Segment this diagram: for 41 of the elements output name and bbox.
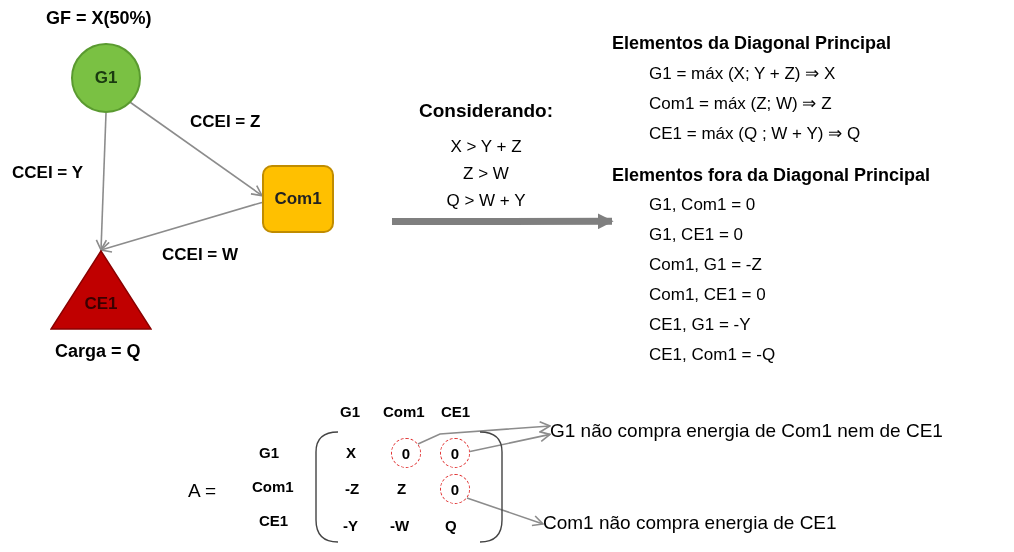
generator-circle: G1 bbox=[71, 43, 141, 113]
matrix-entry: Z bbox=[397, 480, 407, 497]
heading: Elementos fora da Diagonal Principal bbox=[612, 165, 931, 186]
heading: Considerando: bbox=[417, 100, 555, 122]
matrix-entry: X bbox=[346, 444, 356, 461]
arrow bbox=[466, 497, 544, 527]
matrix-entry: Q bbox=[445, 517, 457, 534]
matrix-entry: -Y bbox=[343, 517, 358, 534]
formula-text: CE1 = máx (Q ; W + Y) ⇒ Q bbox=[649, 123, 861, 144]
rounded-box: Com1 bbox=[262, 165, 334, 233]
row-header: Com1 bbox=[252, 478, 294, 495]
arrow bbox=[95, 112, 108, 251]
caption-text: GF = X(50%) bbox=[46, 8, 152, 29]
formula-text: G1, Com1 = 0 bbox=[649, 195, 756, 215]
matrix-name: A = bbox=[188, 480, 216, 502]
note-text: Com1 não compra energia de CE1 bbox=[543, 512, 837, 534]
arrow bbox=[469, 430, 551, 453]
formula-text: Com1, CE1 = 0 bbox=[649, 285, 766, 305]
formula-text: CE1, Com1 = -Q bbox=[649, 345, 776, 365]
arrow bbox=[417, 420, 551, 445]
column-header: Com1 bbox=[383, 403, 425, 420]
caption-text: Carga = Q bbox=[55, 341, 141, 362]
arrow bbox=[129, 101, 263, 197]
heading: Elementos da Diagonal Principal bbox=[612, 33, 892, 54]
column-header: G1 bbox=[340, 403, 360, 420]
formula-text: Com1 = máx (Z; W) ⇒ Z bbox=[649, 93, 832, 114]
row-header: G1 bbox=[259, 444, 279, 461]
condition-text: X > Y + Z bbox=[449, 137, 523, 157]
condition-text: Z > W bbox=[462, 164, 510, 184]
arrow bbox=[100, 201, 263, 253]
note-text: G1 não compra energia de Com1 nem de CE1 bbox=[550, 420, 943, 442]
matrix-entry: -W bbox=[390, 517, 410, 534]
load-triangle: CE1 bbox=[50, 250, 152, 330]
condition-text: Q > W + Y bbox=[445, 191, 527, 211]
matrix-entry: -Z bbox=[345, 480, 360, 497]
formula-text: G1 = máx (X; Y + Z) ⇒ X bbox=[649, 63, 836, 84]
formula-text: CE1, G1 = -Y bbox=[649, 315, 751, 335]
row-header: CE1 bbox=[259, 512, 289, 529]
formula-text: Com1, G1 = -Z bbox=[649, 255, 762, 275]
formula-text: G1, CE1 = 0 bbox=[649, 225, 744, 245]
column-header: CE1 bbox=[441, 403, 471, 420]
